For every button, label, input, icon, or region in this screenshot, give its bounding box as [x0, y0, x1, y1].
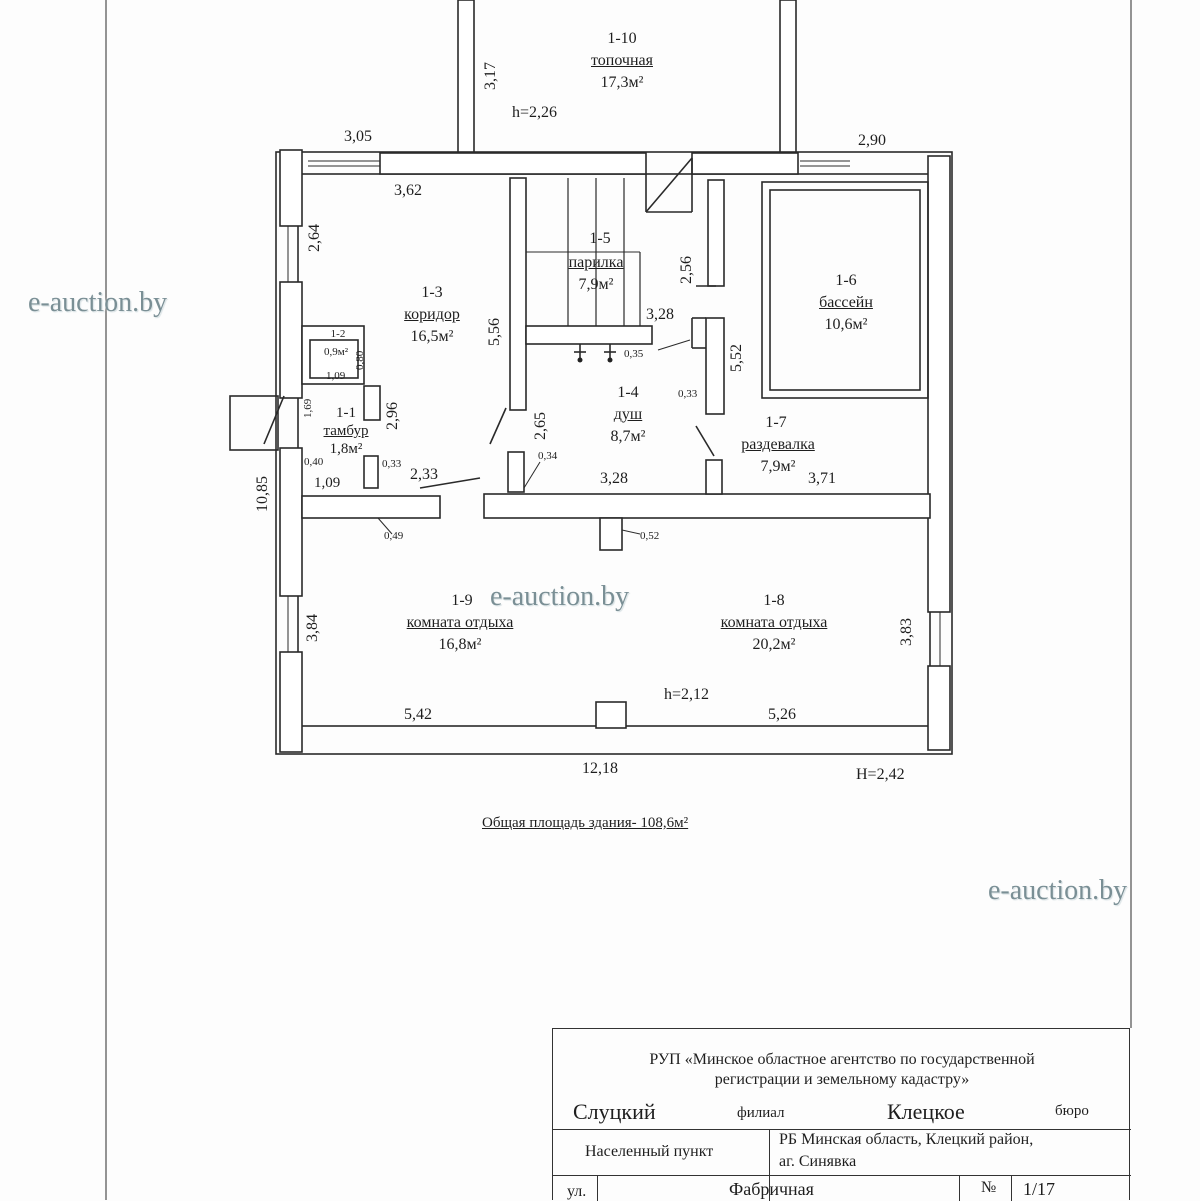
number-value: 1/17 [1023, 1179, 1056, 1199]
room-1-6-area: 10,6м² [824, 316, 868, 333]
dimension-label: 0,35 [624, 348, 644, 360]
room-1-7-number: 1-7 [765, 414, 787, 431]
room-1-1-area: 1,8м² [329, 441, 363, 457]
watermark: e-auction.by [988, 875, 1128, 906]
dimension-label: 2,65 [532, 412, 549, 440]
dimension-label: 5,52 [728, 344, 745, 372]
dimension-label: 0,34 [538, 450, 558, 462]
dimension-label: 3,28 [600, 470, 628, 487]
branch-city: Слуцкий [573, 1099, 656, 1124]
room-1-6-number: 1-6 [835, 272, 857, 289]
room-1-5-number: 1-5 [589, 230, 611, 247]
room-1-10-area: 17,3м² [600, 74, 644, 91]
bureau-city: Клецкое [887, 1099, 965, 1124]
dimension-label: 3,62 [394, 182, 422, 199]
dimension-label: 2,96 [384, 402, 401, 430]
room-1-9-area: 16,8м² [438, 636, 482, 653]
dimension-label: 0,40 [304, 456, 324, 468]
dimension-label: 3,17 [482, 62, 499, 90]
dimension-label: 0,49 [384, 530, 404, 542]
watermark: e-auction.by [490, 581, 630, 612]
dimension-label: 2,33 [410, 466, 438, 483]
dimension-label: 1,69 [302, 398, 314, 418]
room-1-2-number: 1-2 [330, 328, 346, 340]
room-1-7-name: раздевалка [741, 436, 815, 453]
watermark: e-auction.by [28, 287, 168, 318]
title-block: РУП «Минское областное агентство по госу… [552, 1028, 1131, 1201]
settlement-label: Населенный пункт [585, 1143, 714, 1160]
settlement-line2: аг. Синявка [779, 1153, 857, 1170]
room-1-10-name: топочная [591, 52, 653, 69]
total-area-caption: Общая площадь здания- 108,6м² [482, 815, 689, 831]
room-1-9-name: комната отдыха [406, 614, 514, 631]
dimension-label: 3,28 [646, 306, 674, 323]
dimension-label: 5,56 [486, 318, 503, 346]
settlement-line1: РБ Минская область, Клецкий район, [779, 1131, 1034, 1148]
ceiling-height-main: h=2,12 [664, 686, 710, 703]
dimension-label: 3,71 [808, 470, 836, 487]
bureau-label: бюро [1055, 1103, 1089, 1119]
room-1-5-name: парилка [568, 254, 624, 271]
room-1-4-area: 8,7м² [610, 428, 646, 445]
dimension-label: 3,05 [344, 128, 372, 145]
room-1-8-number: 1-8 [763, 592, 785, 609]
room-1-4-number: 1-4 [617, 384, 639, 401]
room-1-8-area: 20,2м² [752, 636, 796, 653]
room-1-8-name: комната отдыха [720, 614, 828, 631]
room-1-4-name: душ [613, 406, 643, 423]
dimension-label: 1,09 [326, 370, 346, 382]
org-name-line1: РУП «Минское областное агентство по госу… [649, 1051, 1035, 1068]
room-1-5-area: 7,9м² [578, 276, 614, 293]
dimension-label: 5,42 [404, 706, 432, 723]
dimension-label: 0,33 [678, 388, 698, 400]
room-1-1-number: 1-1 [336, 405, 356, 421]
room-1-3-name: коридор [404, 306, 460, 323]
room-1-3-number: 1-3 [421, 284, 443, 301]
dimension-label: 2,64 [306, 224, 323, 252]
dimension-label: 5,26 [768, 706, 796, 723]
room-1-1-name: тамбур [323, 423, 369, 439]
room-1-6-name: бассейн [819, 294, 873, 311]
room-1-2-area: 0,9м² [323, 346, 349, 358]
org-name-line2: регистрации и земельному кадастру» [714, 1071, 970, 1088]
street-label: ул. [567, 1183, 587, 1200]
dimension-label: 2,56 [678, 256, 695, 284]
dimension-label: 3,83 [898, 618, 915, 646]
number-label: № [981, 1179, 997, 1196]
dimension-label: 0,80 [354, 350, 366, 370]
building-height: H=2,42 [856, 766, 905, 783]
room-1-9-number: 1-9 [451, 592, 473, 609]
room-1-3-area: 16,5м² [410, 328, 454, 345]
dimension-label: 10,85 [254, 476, 271, 512]
ceiling-height-boiler: h=2,26 [512, 104, 558, 121]
dimension-label: 0,52 [640, 530, 660, 542]
room-1-7-area: 7,9м² [760, 458, 796, 475]
room-1-10-number: 1-10 [607, 30, 637, 47]
street-value: Фабричная [729, 1179, 814, 1199]
dimension-label: 2,90 [858, 132, 886, 149]
dimension-label: 12,18 [582, 760, 618, 777]
dimension-label: 0,33 [382, 458, 402, 470]
dimension-label: 1,09 [314, 475, 341, 491]
dimension-label: 3,84 [304, 614, 321, 642]
branch-label: филиал [737, 1105, 785, 1121]
